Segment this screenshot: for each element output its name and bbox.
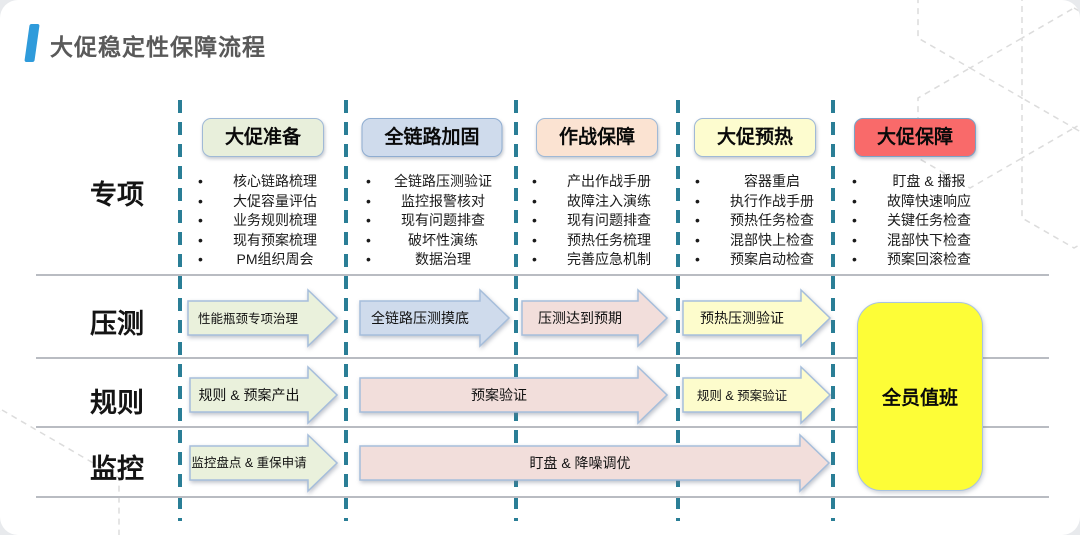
column-divider-1 bbox=[178, 100, 182, 521]
bullet-list-preparation: •核心链路梳理 •大促容量评估 •业务规则梳理 •现有预案梳理 •PM组织周会 bbox=[184, 172, 344, 270]
bullet-icon: • bbox=[366, 212, 371, 228]
column-divider-3 bbox=[514, 100, 518, 521]
bullet-icon: • bbox=[532, 192, 537, 209]
list-item: •大促容量评估 bbox=[184, 192, 344, 212]
arrow-monitoring-inventory: 监控盘点 & 重保申请 bbox=[189, 433, 339, 493]
arrow-rules-plan-verification: 规则 & 预案验证 bbox=[682, 365, 832, 425]
list-item: •预案启动检查 bbox=[681, 250, 841, 270]
list-item: •全链路压测验证 bbox=[352, 172, 512, 192]
svg-text:性能瓶颈专项治理: 性能瓶颈专项治理 bbox=[198, 311, 299, 326]
svg-text:压测达到预期: 压测达到预期 bbox=[538, 310, 622, 326]
svg-text:盯盘 & 降噪调优: 盯盘 & 降噪调优 bbox=[529, 455, 630, 471]
bullet-icon: • bbox=[532, 173, 537, 189]
bullet-icon: • bbox=[198, 192, 203, 209]
row-separator-1 bbox=[36, 274, 1049, 276]
bullet-icon: • bbox=[366, 173, 371, 189]
bullet-icon: • bbox=[695, 212, 700, 228]
list-item: •现有问题排查 bbox=[352, 211, 512, 231]
all-hands-on-duty-box: 全员值班 bbox=[857, 302, 983, 491]
list-item: •完善应急机制 bbox=[518, 250, 678, 270]
bullet-icon: • bbox=[532, 251, 537, 267]
list-item: •混部快下检查 bbox=[838, 231, 998, 251]
svg-text:监控盘点 & 重保申请: 监控盘点 & 重保申请 bbox=[191, 455, 306, 470]
list-item: •故障快速响应 bbox=[838, 192, 998, 212]
bullet-icon: • bbox=[695, 231, 700, 248]
list-item: •核心链路梳理 bbox=[184, 172, 344, 192]
list-item: •故障注入演练 bbox=[518, 192, 678, 212]
row-label-stress-test: 压测 bbox=[90, 309, 144, 339]
svg-text:全链路压测摸底: 全链路压测摸底 bbox=[371, 310, 469, 326]
list-item: •预热任务检查 bbox=[681, 211, 841, 231]
bullet-icon: • bbox=[852, 231, 857, 248]
list-item: •现有问题排查 bbox=[518, 211, 678, 231]
list-item: •现有预案梳理 bbox=[184, 231, 344, 251]
arrow-stress-test-meets-expectation: 压测达到预期 bbox=[521, 288, 669, 348]
list-item: •产出作战手册 bbox=[518, 172, 678, 192]
row-separator-2 bbox=[36, 357, 1049, 359]
bullet-icon: • bbox=[198, 251, 203, 267]
row-separator-3 bbox=[36, 426, 1049, 428]
list-item: •混部快上检查 bbox=[681, 231, 841, 251]
svg-text:规则 & 预案验证: 规则 & 预案验证 bbox=[697, 388, 788, 403]
arrow-plan-verification: 预案验证 bbox=[359, 365, 669, 425]
svg-text:规则 & 预案产出: 规则 & 预案产出 bbox=[198, 387, 299, 403]
bullet-icon: • bbox=[366, 192, 371, 209]
bullet-icon: • bbox=[366, 231, 371, 248]
bullet-icon: • bbox=[198, 212, 203, 228]
list-item: •预案回滚检查 bbox=[838, 250, 998, 270]
bullet-icon: • bbox=[198, 173, 203, 189]
bullet-list-battle-assurance: •产出作战手册 •故障注入演练 •现有问题排查 •预热任务梳理 •完善应急机制 bbox=[518, 172, 678, 270]
bullet-list-promo-assurance: •盯盘 & 播报 •故障快速响应 •关键任务检查 •混部快下检查 •预案回滚检查 bbox=[838, 172, 998, 270]
bullet-icon: • bbox=[695, 251, 700, 267]
arrow-rules-plan-output: 规则 & 预案产出 bbox=[189, 365, 339, 425]
bullet-icon: • bbox=[366, 251, 371, 267]
arrow-performance-bottleneck: 性能瓶颈专项治理 bbox=[187, 288, 339, 348]
phase-header-preparation: 大促准备 bbox=[201, 118, 325, 157]
column-divider-2 bbox=[344, 100, 348, 521]
row-label-monitoring: 监控 bbox=[90, 454, 144, 484]
arrow-fulllink-stress-test: 全链路压测摸底 bbox=[359, 288, 511, 348]
phase-header-warmup: 大促预热 bbox=[693, 118, 817, 157]
list-item: •监控报警核对 bbox=[352, 192, 512, 212]
row-label-special-projects: 专项 bbox=[90, 180, 144, 210]
list-item: •破坏性演练 bbox=[352, 231, 512, 251]
phase-header-battle-assurance: 作战保障 bbox=[535, 118, 659, 157]
phase-header-promo-assurance: 大促保障 bbox=[853, 118, 977, 157]
svg-text:预热压测验证: 预热压测验证 bbox=[700, 310, 784, 326]
phase-header-fulllink-hardening: 全链路加固 bbox=[361, 118, 503, 157]
list-item: •数据治理 bbox=[352, 250, 512, 270]
list-item: •执行作战手册 bbox=[681, 192, 841, 212]
list-item: •预热任务梳理 bbox=[518, 231, 678, 251]
bullet-icon: • bbox=[852, 212, 857, 228]
page-title: 大促稳定性保障流程 bbox=[50, 34, 266, 60]
bullet-icon: • bbox=[532, 212, 537, 228]
title-accent-bar bbox=[24, 24, 40, 62]
bullet-icon: • bbox=[852, 192, 857, 209]
bullet-icon: • bbox=[198, 231, 203, 248]
row-label-rules: 规则 bbox=[90, 388, 144, 418]
bullet-icon: • bbox=[852, 173, 857, 189]
list-item: •盯盘 & 播报 bbox=[838, 172, 998, 192]
bullet-icon: • bbox=[695, 192, 700, 209]
arrow-warmup-stress-verification: 预热压测验证 bbox=[682, 288, 832, 348]
bullet-list-warmup: •容器重启 •执行作战手册 •预热任务检查 •混部快上检查 •预案启动检查 bbox=[681, 172, 841, 270]
bullet-icon: • bbox=[695, 173, 700, 189]
bullet-icon: • bbox=[852, 251, 857, 267]
bullet-list-fulllink-hardening: •全链路压测验证 •监控报警核对 •现有问题排查 •破坏性演练 •数据治理 bbox=[352, 172, 512, 270]
column-divider-4 bbox=[676, 100, 680, 521]
svg-text:预案验证: 预案验证 bbox=[471, 387, 527, 403]
list-item: •业务规则梳理 bbox=[184, 211, 344, 231]
row-separator-4 bbox=[36, 496, 1049, 498]
list-item: •PM组织周会 bbox=[184, 250, 344, 270]
list-item: •关键任务检查 bbox=[838, 211, 998, 231]
column-divider-5 bbox=[831, 100, 835, 521]
arrow-watch-and-noise-reduction: 盯盘 & 降噪调优 bbox=[359, 433, 831, 493]
bullet-icon: • bbox=[532, 231, 537, 248]
list-item: •容器重启 bbox=[681, 172, 841, 192]
